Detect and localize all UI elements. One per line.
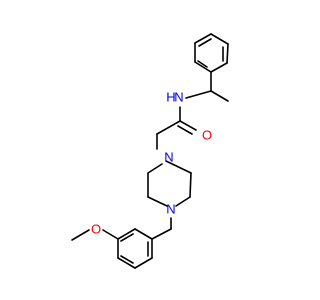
bond [194, 33, 212, 44]
amide-nitrogen-label: N [174, 90, 183, 105]
bond [120, 233, 134, 242]
bond [71, 229, 90, 241]
methoxyphenyl-ring [117, 228, 153, 269]
methoxy-oxygen-label: O [91, 222, 101, 237]
bond [165, 160, 192, 174]
bond [210, 62, 228, 73]
bond [226, 43, 229, 64]
bond [134, 228, 153, 240]
bond [197, 60, 208, 68]
amide-group [156, 106, 197, 135]
amide-hydrogen-label: H [166, 90, 175, 105]
bond [147, 196, 168, 207]
bond [120, 255, 134, 264]
bond [177, 125, 193, 135]
bond [117, 257, 136, 269]
bond [175, 196, 191, 207]
piperazine-top-nitrogen-label: N [164, 150, 173, 165]
ethyl-linker [185, 71, 229, 102]
carbonyl-oxygen-label: O [202, 128, 212, 143]
atom-labels: O N H N N O [91, 90, 212, 237]
bond [185, 90, 212, 99]
bond [134, 257, 153, 269]
bond [189, 172, 192, 198]
top-phenyl-ring [194, 33, 229, 73]
piperazine-ring [147, 160, 192, 207]
bond [147, 163, 163, 174]
bond [151, 228, 172, 240]
bond [179, 120, 197, 131]
molecule-canvas: O N H N N O [71, 33, 229, 269]
benzyl-linker [151, 217, 172, 240]
bond [210, 90, 229, 102]
bond [194, 61, 212, 73]
bond [102, 229, 119, 240]
molecule-structure: O N H N N O [71, 33, 229, 269]
bond [156, 120, 181, 135]
bond [117, 228, 136, 240]
methoxy-group [71, 229, 119, 241]
bond [198, 38, 212, 47]
bond [210, 33, 229, 45]
piperazine-bottom-nitrogen-label: N [166, 202, 175, 217]
